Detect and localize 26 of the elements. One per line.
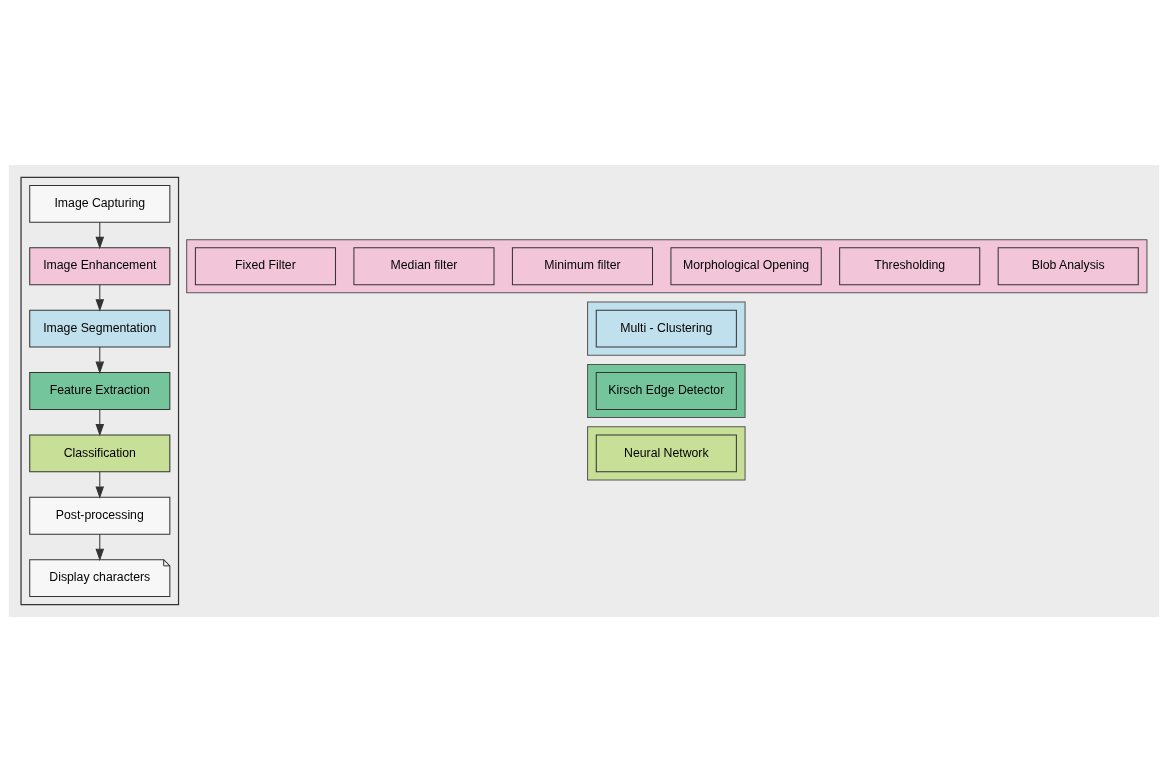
node-box: Thresholding [839, 246, 981, 285]
node-box: Fixed Filter [194, 246, 336, 285]
node-box: Image Segmentation [29, 309, 171, 348]
node-box: Image Capturing [29, 184, 171, 223]
arrow [95, 346, 105, 374]
arrow [95, 408, 105, 436]
node-box: Classification [29, 433, 171, 472]
node-box: Blob Analysis [997, 246, 1139, 285]
node-box: Morphological Opening [670, 246, 822, 285]
cluster [587, 301, 746, 356]
node-box: Kirsch Edge Detector [595, 371, 737, 410]
arrow [95, 283, 105, 312]
cluster [587, 363, 746, 418]
node-box: Feature Extraction [29, 371, 171, 410]
arrow [95, 221, 105, 249]
node-box: Median filter [353, 246, 495, 285]
arrow [95, 533, 105, 561]
cluster [186, 238, 1148, 293]
node-box: Multi - Clustering [595, 309, 737, 348]
node-box: Image Enhancement [29, 246, 171, 285]
node-box: Minimum filter [511, 246, 654, 285]
node-box: Neural Network [595, 433, 737, 472]
arrow [95, 470, 105, 499]
cluster [587, 425, 746, 480]
cluster [20, 176, 180, 605]
node-box: Post-processing [29, 496, 171, 535]
